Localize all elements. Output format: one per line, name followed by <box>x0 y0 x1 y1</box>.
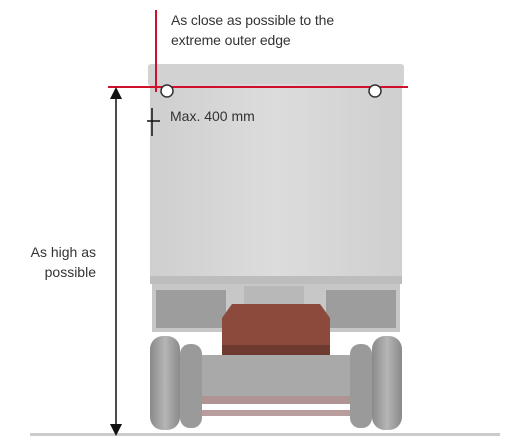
right-wheel-inner <box>350 344 372 428</box>
rear-guard <box>222 304 330 345</box>
undercarriage <box>190 355 362 397</box>
chassis-left-block <box>156 290 226 328</box>
left-wheel-outer <box>150 336 180 430</box>
height-label-line2: possible <box>44 264 96 280</box>
right-wheel-outer <box>372 336 402 430</box>
trailer <box>148 64 404 430</box>
outer-edge-label-line2: extreme outer edge <box>171 32 291 48</box>
height-label-line1: As high as <box>30 244 96 260</box>
trailer-body <box>150 84 402 280</box>
left-marker-lamp <box>160 84 174 98</box>
trailer-roof <box>148 64 404 86</box>
chassis-center <box>244 286 304 308</box>
max-distance-label: Max. 400 mm <box>170 108 255 124</box>
right-marker-lamp <box>368 84 382 98</box>
chassis-right-block <box>326 290 396 328</box>
left-wheel-inner <box>180 344 202 428</box>
axle-bar-lower <box>200 410 352 416</box>
height-label: As high as possible <box>0 242 96 282</box>
trailer-body-bottom-rail <box>150 276 402 284</box>
outer-edge-label-line1: As close as possible to the <box>171 12 335 28</box>
axle-bar <box>188 396 364 404</box>
ground-line <box>30 433 500 436</box>
outer-edge-label: As close as possible to the extreme oute… <box>171 10 334 50</box>
